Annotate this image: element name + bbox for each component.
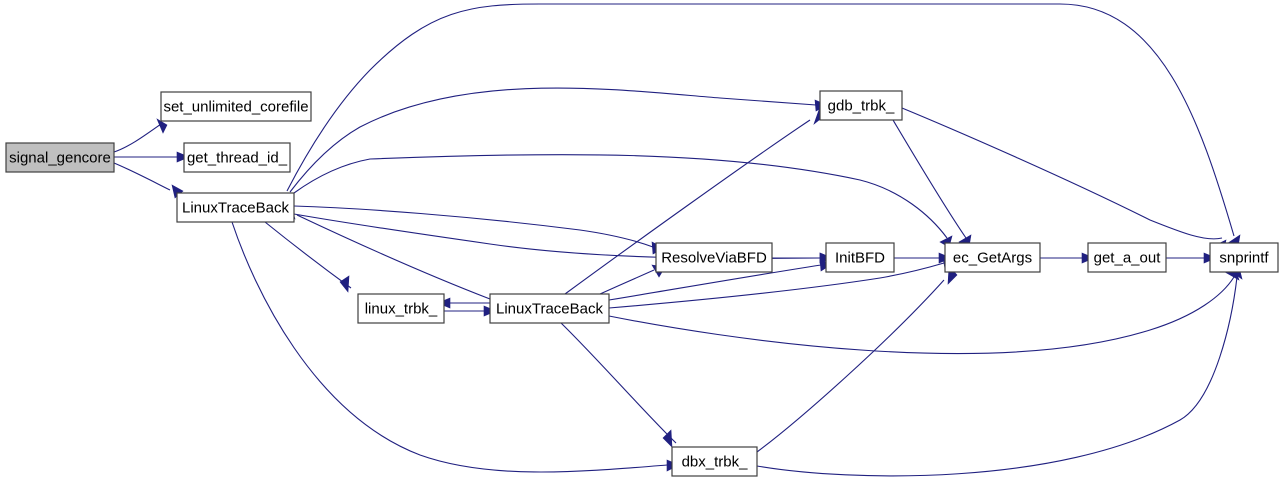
edge-LinuxTraceBack_2-to-ResolveViaBFD	[599, 264, 666, 295]
node-box[interactable]	[1087, 242, 1167, 273]
edge-ec_GetArgs-to-get_a_out	[1040, 252, 1095, 264]
node-LinuxTraceBack_2[interactable]: LinuxTraceBack	[489, 293, 610, 324]
edge-LinuxTraceBack_2-to-dbx_trbk_	[559, 321, 677, 448]
edge-line	[892, 119, 967, 239]
edge-line	[113, 123, 162, 153]
edge-line	[264, 221, 352, 289]
node-box[interactable]	[819, 90, 903, 121]
edge-line	[608, 276, 1235, 355]
edge-line	[901, 107, 1223, 240]
edge-line	[559, 321, 677, 444]
edge-dbx_trbk_-to-ec_GetArgs	[756, 265, 958, 453]
node-box[interactable]	[489, 293, 610, 324]
edge-LinuxTraceBack_1-to-snprintf	[286, 3, 1241, 248]
edge-line	[296, 214, 491, 300]
node-snprintf[interactable]: snprintf	[1209, 242, 1279, 273]
edge-LinuxTraceBack_1-to-linux_trbk_	[264, 221, 352, 293]
node-linux_trbk_[interactable]: linux_trbk_	[357, 293, 445, 324]
edge-gdb_trbk_-to-snprintf	[901, 107, 1227, 251]
edge-LinuxTraceBack_2-to-snprintf	[608, 267, 1240, 355]
edge-linux_trbk_-to-LinuxTraceBack_2	[444, 305, 497, 317]
edge-LinuxTraceBack_1-to-ec_GetArgs	[293, 154, 953, 248]
node-LinuxTraceBack_1[interactable]: LinuxTraceBack	[176, 192, 295, 223]
arrowhead-icon	[662, 429, 673, 448]
edge-dbx_trbk_-to-snprintf	[756, 266, 1243, 477]
node-box[interactable]	[183, 142, 291, 173]
nodes-layer: signal_gencore set_unlimited_corefile get_…	[5, 90, 1279, 477]
arrowhead-icon	[156, 118, 168, 134]
edge-line	[564, 119, 811, 295]
edge-get_a_out-to-snprintf	[1166, 252, 1217, 264]
node-get_a_out[interactable]: get_a_out	[1087, 242, 1167, 273]
arrowhead-icon	[176, 151, 190, 163]
edge-LinuxTraceBack_2-to-linux_trbk_	[437, 297, 490, 309]
node-box[interactable]	[357, 293, 445, 324]
edge-signal_gencore-to-get_thread_id_	[114, 151, 190, 163]
node-gdb_trbk_[interactable]: gdb_trbk_	[819, 90, 903, 121]
edge-line	[608, 262, 945, 309]
edge-ResolveViaBFD-to-InitBFD	[772, 252, 833, 264]
node-ec_GetArgs[interactable]: ec_GetArgs	[944, 242, 1041, 273]
edge-line	[599, 269, 655, 295]
edge-gdb_trbk_-to-ec_GetArgs	[892, 119, 972, 248]
node-set_unlimited_corefile[interactable]: set_unlimited_corefile	[160, 91, 312, 122]
node-box[interactable]	[176, 192, 295, 223]
edge-line	[113, 162, 171, 191]
edge-line	[756, 276, 1238, 477]
node-get_thread_id_[interactable]: get_thread_id_	[183, 142, 291, 173]
node-box[interactable]	[671, 446, 758, 477]
edge-line	[293, 205, 654, 248]
edge-line	[231, 221, 668, 473]
node-box[interactable]	[825, 242, 895, 273]
node-ResolveViaBFD[interactable]: ResolveViaBFD	[655, 242, 773, 273]
edge-LinuxTraceBack_1-to-gdb_trbk_	[289, 87, 828, 193]
edges-layer	[113, 3, 1243, 477]
edge-LinuxTraceBack_1-to-ResolveViaBFD	[293, 205, 665, 255]
node-box[interactable]	[160, 91, 312, 122]
edge-line	[608, 264, 822, 301]
edge-line	[286, 3, 1235, 237]
node-box[interactable]	[1209, 242, 1279, 273]
edge-line	[293, 154, 948, 239]
edge-InitBFD-to-ec_GetArgs	[894, 252, 952, 264]
node-box[interactable]	[5, 142, 115, 173]
node-box[interactable]	[655, 242, 773, 273]
node-signal_gencore[interactable]: signal_gencore	[5, 142, 115, 173]
edge-signal_gencore-to-LinuxTraceBack_1	[113, 162, 184, 199]
edge-signal_gencore-to-set_unlimited_corefile	[113, 118, 168, 153]
node-InitBFD[interactable]: InitBFD	[825, 242, 895, 273]
edge-line	[756, 279, 945, 453]
node-box[interactable]	[944, 242, 1041, 273]
edge-line	[289, 87, 817, 193]
arrowhead-icon	[339, 275, 350, 293]
node-dbx_trbk_[interactable]: dbx_trbk_	[671, 446, 758, 477]
edge-LinuxTraceBack_2-to-LinuxTraceBack_1	[282, 204, 491, 300]
